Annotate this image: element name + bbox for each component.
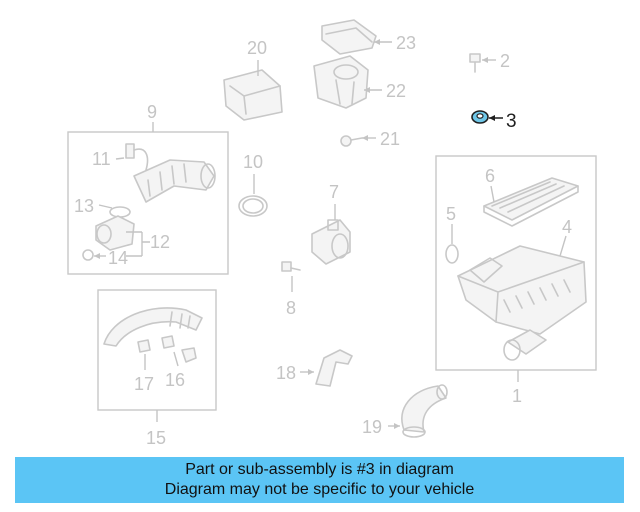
- callout-22: 22: [386, 81, 406, 101]
- callout-7: 7: [329, 182, 339, 202]
- caption-line-2: Diagram may not be specific to your vehi…: [164, 481, 475, 498]
- callout-8: 8: [286, 298, 296, 318]
- part-20-duct: 20: [223, 38, 283, 121]
- callout-12: 12: [150, 232, 170, 252]
- caption-banner: Part or sub-assembly is #3 in diagram Di…: [15, 457, 624, 503]
- callout-2: 2: [500, 51, 510, 71]
- part-10-clamp: 10: [238, 152, 268, 217]
- part-12-sensor-housing: 12: [95, 215, 170, 257]
- callout-6: 6: [485, 166, 495, 186]
- callout-5: 5: [446, 204, 456, 224]
- parts-diagram: 9 15 1 20 23 22 2: [67, 19, 597, 448]
- callout-23: 23: [396, 33, 416, 53]
- callout-1: 1: [512, 386, 522, 406]
- part-18-hose: 18: [276, 349, 353, 387]
- caption-line-1: Part or sub-assembly is #3 in diagram: [185, 461, 454, 478]
- callout-16: 16: [165, 370, 185, 390]
- callout-4: 4: [562, 217, 572, 237]
- part-5-seal: 5: [445, 204, 459, 264]
- part-3-grommet: 3: [471, 110, 517, 132]
- group-box-9: [67, 131, 229, 275]
- callout-15: 15: [146, 428, 166, 448]
- part-15-outlet-duct: [103, 307, 203, 347]
- callout-13: 13: [74, 196, 94, 216]
- callout-10: 10: [243, 152, 263, 172]
- callout-17: 17: [134, 374, 154, 394]
- callout-3: 3: [506, 111, 517, 132]
- callout-20: 20: [247, 38, 267, 58]
- callout-18: 18: [276, 363, 296, 383]
- part-8-bolt: 8: [281, 261, 301, 318]
- part-17-fastener: 17: [134, 339, 154, 394]
- callout-14: 14: [108, 248, 128, 268]
- part-9-intake-hose: [133, 159, 216, 203]
- part-2-bolt: 2: [469, 51, 510, 73]
- part-13-gasket: 13: [74, 196, 131, 218]
- part-19-elbow: 19: [362, 384, 448, 438]
- callout-11: 11: [92, 149, 111, 169]
- part-6-filter-element: 6: [483, 166, 579, 227]
- part-21-bolt: 21: [340, 129, 400, 149]
- part-23-cover: 23: [321, 19, 416, 55]
- part-14-oring: 14: [82, 248, 128, 268]
- callout-9: 9: [147, 102, 157, 122]
- part-22-resonator: 22: [313, 55, 406, 109]
- callout-21: 21: [380, 129, 400, 149]
- part-11-clamp: 11: [92, 143, 149, 171]
- part-1-air-cleaner-box: [457, 245, 587, 361]
- part-7-maf-sensor: 7: [311, 182, 351, 265]
- callout-19: 19: [362, 417, 382, 437]
- group-box-1: [435, 155, 597, 371]
- part-16-fastener: 16: [161, 335, 197, 390]
